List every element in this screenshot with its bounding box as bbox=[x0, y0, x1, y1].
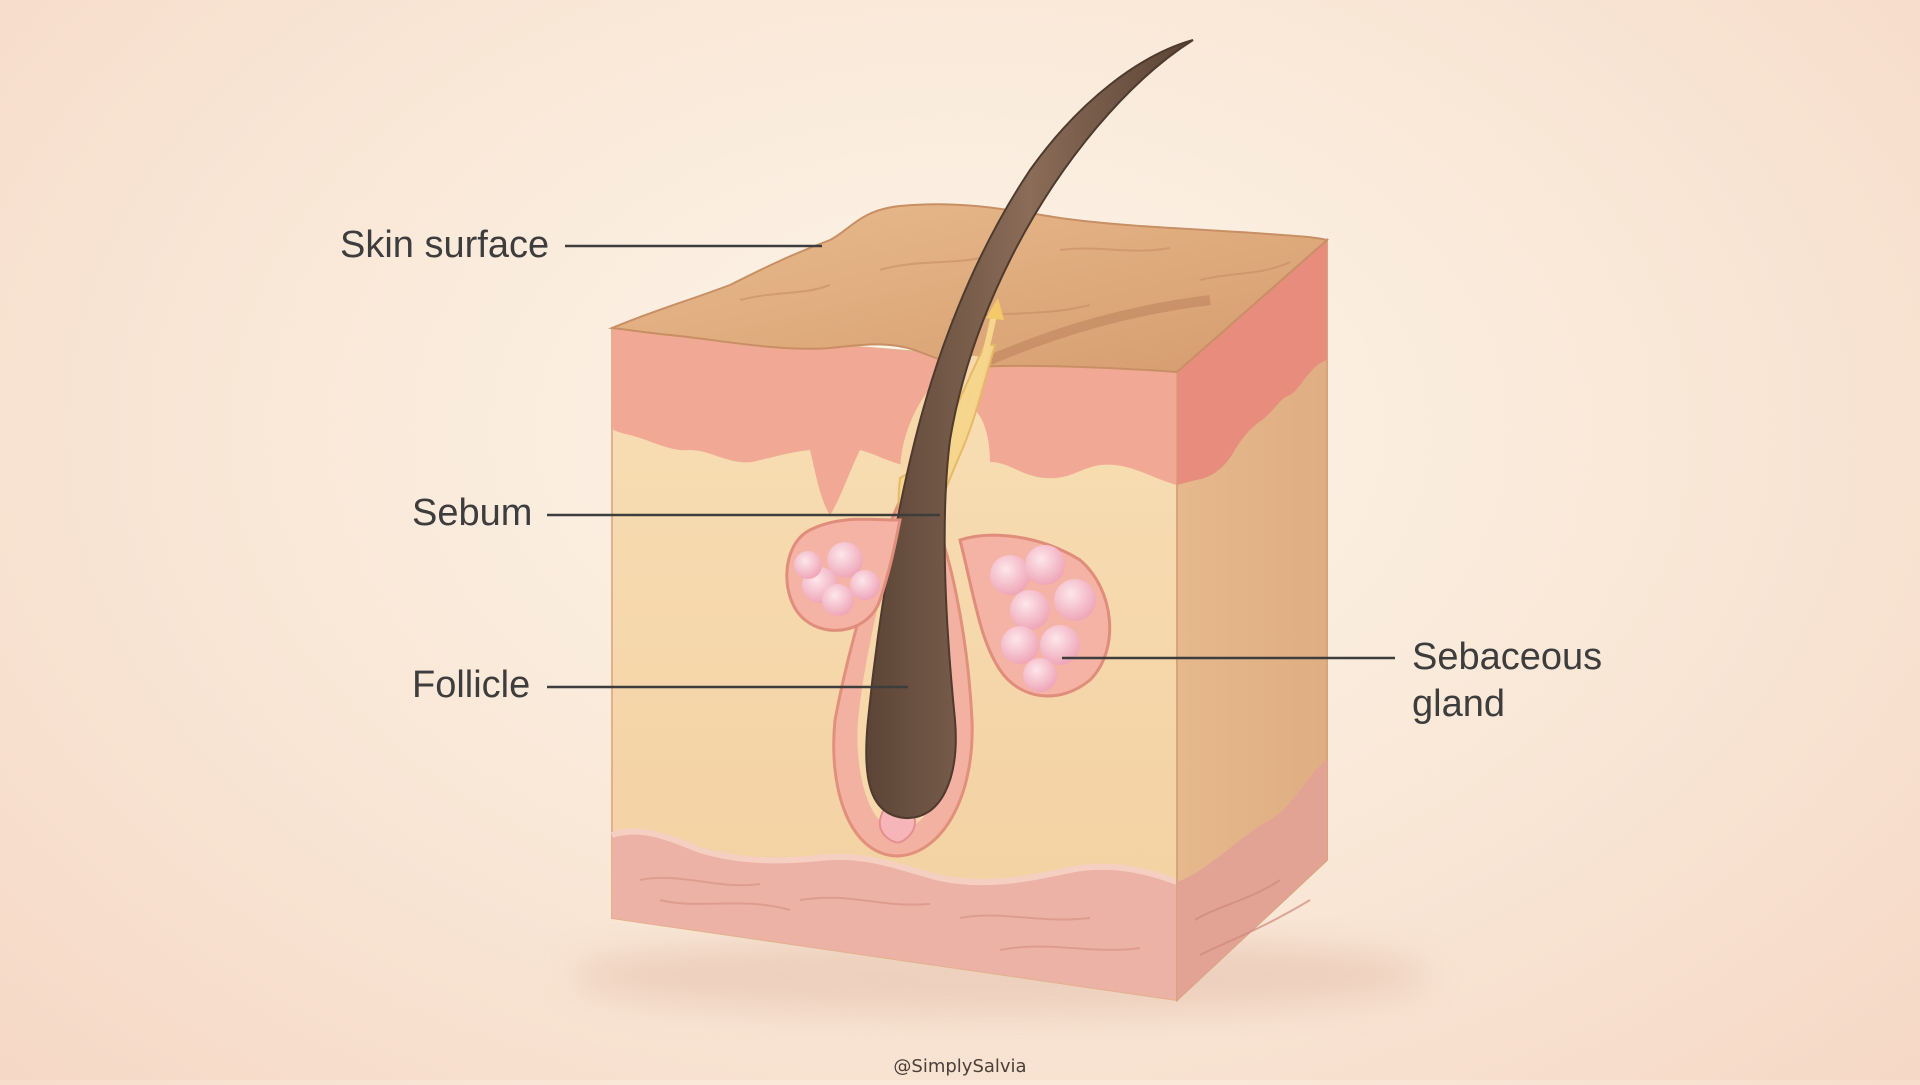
label-follicle: Follicle bbox=[412, 662, 530, 708]
label-sebaceous-gland-line2: gland bbox=[1412, 681, 1505, 727]
label-sebaceous-gland-line1: Sebaceous bbox=[1412, 634, 1602, 680]
label-skin-surface: Skin surface bbox=[340, 222, 549, 268]
block-side-face bbox=[1177, 240, 1327, 1000]
credit-watermark: @SimplySalvia bbox=[0, 1056, 1920, 1077]
label-sebum: Sebum bbox=[412, 490, 532, 536]
